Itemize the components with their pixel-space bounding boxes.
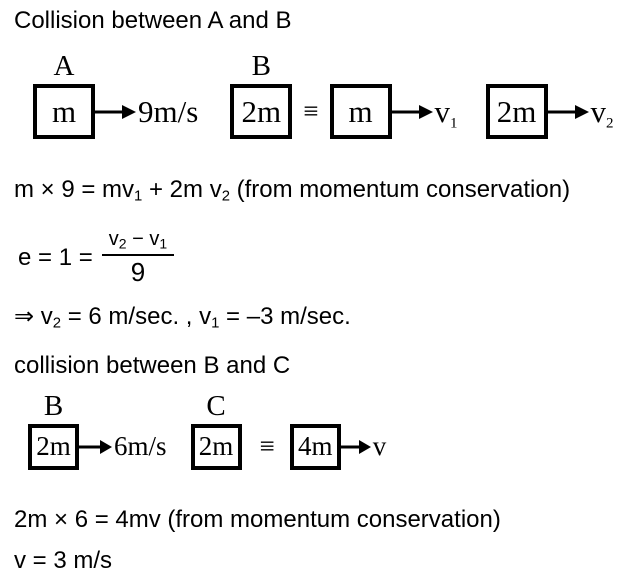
restitution-lhs: e = 1 = xyxy=(18,243,93,271)
mass-box-b: 2m xyxy=(230,84,293,140)
right-arrow-icon xyxy=(79,439,112,454)
mass-box-b-value: 2m xyxy=(241,93,282,129)
mass-box-b2: 2m xyxy=(28,423,79,470)
collision-bc-diagram: B 2m 6m/s C 2m ≡ 4m v xyxy=(28,391,633,470)
mass-box-combined: 4m xyxy=(289,423,341,470)
fraction-numerator: v2 − v1 xyxy=(101,228,175,256)
velocities-result: ⇒ v2 = 6 m/sec. , v1 = –3 m/sec. xyxy=(14,302,351,332)
final-velocity-result: v = 3 m/s xyxy=(14,546,113,572)
velocity-v-label: v xyxy=(372,431,387,462)
velocity-v1-label: v1 xyxy=(434,93,458,132)
momentum-equation-bc: 2m × 6 = 4mv (from momentum conservation… xyxy=(14,505,501,533)
mass-box-after-1: m xyxy=(329,84,392,140)
collision-ab-diagram: A m 9m/s B 2m ≡ m v1 2m xyxy=(33,52,633,140)
right-arrow-icon xyxy=(95,104,136,119)
block-a-unit: A m xyxy=(33,52,95,140)
block-b2-label: B xyxy=(43,389,64,422)
right-arrow-icon xyxy=(340,439,371,454)
mass-box-after-2-value: 2m xyxy=(496,93,537,129)
restitution-equation: e = 1 = v2 − v1 9 xyxy=(18,228,633,288)
block-c-label: C xyxy=(206,389,226,422)
block-b-unit: B 2m xyxy=(230,52,293,140)
block-c-unit: C 2m xyxy=(190,391,242,470)
section1-title: Collision between A and B xyxy=(14,7,292,34)
fraction-denominator: 9 xyxy=(130,256,146,287)
velocity-v2-label: v2 xyxy=(590,93,614,132)
right-arrow-icon xyxy=(391,104,433,119)
mass-box-after-1-value: m xyxy=(348,93,373,129)
mass-box-after-2: 2m xyxy=(485,84,548,140)
mass-box-c-value: 2m xyxy=(198,431,234,462)
mass-box-a-value: m xyxy=(51,93,77,129)
velocity-a-label: 9m/s xyxy=(138,93,199,129)
section2-title: collision between B and C xyxy=(14,352,291,380)
mass-box-a: m xyxy=(33,84,95,140)
mass-box-c: 2m xyxy=(190,423,242,470)
block-a-label: A xyxy=(53,50,75,83)
momentum-equation-ab: m × 9 = mv1 + 2m v2 (from momentum conse… xyxy=(14,176,571,206)
equivalent-symbol: ≡ xyxy=(259,431,275,462)
mass-box-b2-value: 2m xyxy=(36,431,71,462)
right-arrow-icon xyxy=(547,104,589,119)
restitution-fraction: v2 − v1 9 xyxy=(101,228,175,288)
equivalent-symbol: ≡ xyxy=(303,96,319,127)
mass-box-combined-value: 4m xyxy=(297,431,333,462)
block-b2-unit: B 2m xyxy=(28,391,79,470)
block-b-label: B xyxy=(251,50,271,83)
velocity-b-label: 6m/s xyxy=(114,431,167,462)
